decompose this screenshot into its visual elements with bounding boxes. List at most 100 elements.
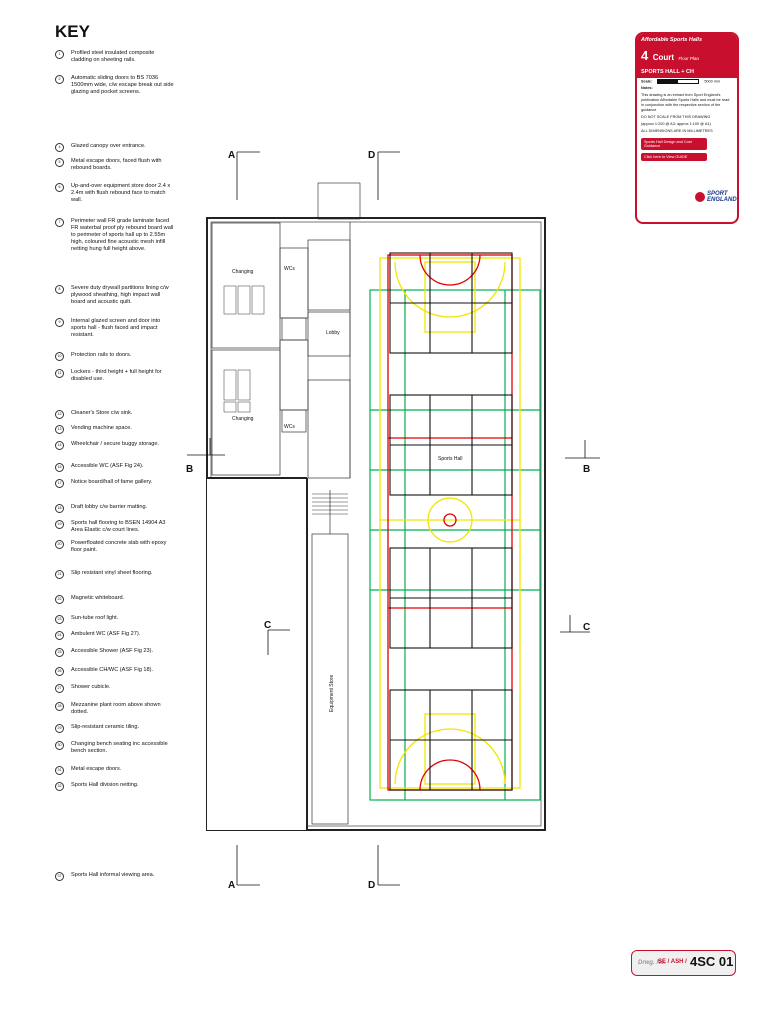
- room-label-wcs-2: WCs: [284, 424, 295, 430]
- key-item-text: Lockers - third height + full height for…: [71, 369, 162, 382]
- key-item-number: 26: [55, 667, 64, 676]
- drawing-number-code: 4SC 01: [690, 954, 734, 969]
- key-item-text: Sports Hall informal viewing area.: [71, 872, 155, 878]
- key-item-number: 13: [55, 425, 64, 434]
- key-item: 31 Metal escape doors.: [55, 766, 175, 775]
- room-label-lobby: Lobby: [326, 330, 340, 336]
- plan-subtitle: SPORTS HALL + CH: [637, 68, 737, 78]
- key-item-number: 31: [55, 766, 64, 775]
- key-item-number: 19: [55, 520, 64, 529]
- key-item: 32 Sports Hall division netting.: [55, 782, 175, 791]
- key-item: 15 Accessible WC (ASF Fig 24).: [55, 463, 175, 472]
- key-item-number: 12: [55, 410, 64, 419]
- key-item: 2 Automatic sliding doors to BS 7036 1500…: [55, 75, 175, 96]
- key-item-text: Ambulent WC (ASF Fig 27).: [71, 631, 141, 637]
- key-item-text: Notice board/hall of fame gallery.: [71, 479, 153, 485]
- key-item-number: 1: [55, 50, 64, 59]
- logo-line-1: SPORT: [707, 191, 728, 197]
- section-marker-c-left: C: [264, 620, 271, 631]
- key-item-text: Metal escape doors.: [71, 766, 122, 772]
- dimensions-note: ALL DIMENSIONS ARE IN MILLIMETRES: [641, 128, 713, 133]
- ancillary-rooms: [211, 222, 351, 825]
- scale-row: Scale: 5000 mm: [637, 78, 737, 85]
- key-item-text: Mezzanine plant room above shown dotted.: [71, 702, 161, 715]
- key-item: 28 Mezzanine plant room above shown dotte…: [55, 702, 175, 716]
- key-item-text: Powerfloated concrete slab with epoxy fl…: [71, 540, 167, 553]
- key-item-number: 6: [55, 183, 64, 192]
- key-item-number: 7: [55, 218, 64, 227]
- key-item-number: 32: [55, 782, 64, 791]
- drawing-number-label: Drwg. No.: [638, 960, 666, 966]
- key-item: 4 Glazed canopy over entrance.: [55, 143, 175, 152]
- key-item-text: Metal escape doors, faced flush with reb…: [71, 158, 162, 171]
- room-label-changing-2: Changing: [232, 416, 254, 422]
- stair: [312, 493, 348, 515]
- key-item-number: 27: [55, 684, 64, 693]
- key-item-number: 9: [55, 318, 64, 327]
- key-item-text: Automatic sliding doors to BS 7036 1500m…: [71, 75, 174, 95]
- key-item-number: 15: [55, 463, 64, 472]
- court-markings: [369, 252, 541, 801]
- brand-label: Affordable Sports Halls: [637, 34, 737, 46]
- design-guidance-link[interactable]: Sports Hall Design and Cost Guidance: [641, 137, 707, 150]
- key-item-number: 28: [55, 702, 64, 711]
- key-item: 13 Vending machine space.: [55, 425, 175, 434]
- key-item-text: Up-and-over equipment store door 2.4 x 2…: [71, 183, 171, 203]
- key-item-number: 29: [55, 724, 64, 733]
- room-label-wcs-1: WCs: [284, 266, 295, 272]
- key-item-number: 5: [55, 158, 64, 167]
- key-item: 29 Slip-resistant ceramic tiling.: [55, 724, 175, 733]
- key-item-number: 2: [55, 75, 64, 84]
- key-item-number: 17: [55, 479, 64, 488]
- key-item-number: 22: [55, 595, 64, 604]
- key-item-text: Accessible WC (ASF Fig 24).: [71, 463, 144, 469]
- key-item-text: Slip-resistant ceramic tiling.: [71, 724, 140, 730]
- key-item: 19 Sports hall flooring to BSEN 14904 A3 …: [55, 520, 175, 534]
- key-item-number: 14: [55, 441, 64, 450]
- logo-line-2: ENGLAND: [707, 197, 737, 203]
- key-item: 6 Up-and-over equipment store door 2.4 x …: [55, 183, 175, 204]
- key-item-text: Accessible Shower (ASF Fig 23).: [71, 648, 154, 654]
- section-marker-b-right: B: [583, 464, 590, 475]
- key-item-number: 25: [55, 648, 64, 657]
- key-item-text: Perimeter wall FR grade laminate faced F…: [71, 218, 174, 252]
- title-block: Affordable Sports Halls 4 Court Floor Pl…: [635, 32, 739, 224]
- key-item-number: 21: [55, 570, 64, 579]
- notes-text: This drawing is an extract from Sport En…: [641, 93, 730, 113]
- key-item-text: Slip resistant vinyl sheet flooring.: [71, 570, 153, 576]
- floor-plan-label: Floor Plan: [678, 56, 699, 61]
- key-item-number: 4: [55, 143, 64, 152]
- key-item-text: Sports hall flooring to BSEN 14904 A3 Ar…: [71, 520, 166, 533]
- section-marker-c-right: C: [583, 622, 590, 633]
- scale-label: Scale:: [641, 79, 653, 84]
- key-item-text: Sports Hall division netting.: [71, 782, 139, 788]
- key-item-text: Changing bench seating inc accessible be…: [71, 741, 168, 754]
- key-item-text: Glazed canopy over entrance.: [71, 143, 146, 149]
- scale-value: 5000 mm: [704, 79, 721, 84]
- key-item-number: 20: [55, 540, 64, 549]
- room-label-equipment-store: Equipment Store: [329, 675, 335, 712]
- key-item: 7 Perimeter wall FR grade laminate faced …: [55, 218, 175, 253]
- key-item: 1 Profiled steel insulated composite clad…: [55, 50, 175, 64]
- drawing-number-series: SE / ASH /: [658, 959, 687, 965]
- key-item: 20 Powerfloated concrete slab with epoxy …: [55, 540, 175, 554]
- court-word: Court: [652, 53, 675, 62]
- view-guide-link[interactable]: Click here to View GUIDE: [641, 152, 707, 161]
- key-item: 25 Accessible Shower (ASF Fig 23).: [55, 648, 175, 657]
- key-item-text: Profiled steel insulated composite cladd…: [71, 50, 155, 63]
- key-item: 5 Metal escape doors, faced flush with re…: [55, 158, 175, 172]
- key-item-text: Vending machine space.: [71, 425, 132, 431]
- key-item: 21 Slip resistant vinyl sheet flooring.: [55, 570, 175, 579]
- key-item-text: Cleaner's Store c/w sink.: [71, 410, 133, 416]
